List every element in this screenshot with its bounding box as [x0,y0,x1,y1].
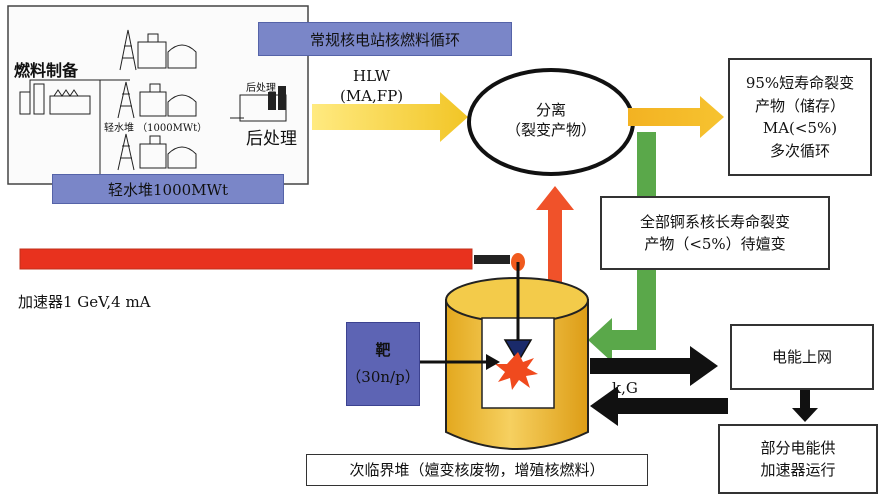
fuel-fabrication-label: 燃料制备 [14,61,79,80]
target-line1: 靶 [375,341,391,359]
reprocess-label: 后处理 [246,129,297,149]
hlw-line2: (MA,FP) [340,87,404,106]
storage-line4: 多次循环 [769,141,830,160]
accelerator-beam [19,248,473,270]
target-line2: （30n/p） [346,368,420,386]
accelerator-label: 加速器1 GeV,4 mA [18,293,151,311]
grid-box: 电能上网 [730,324,874,390]
kg-label: k,G [612,379,638,397]
red-up-arrow [536,186,574,290]
storage-line1: 95%短寿命裂变 [745,74,855,92]
separation-line1: 分离 [535,101,566,119]
storage-line2: 产物（储存） [754,96,845,115]
grid-arrow [590,346,718,386]
actinide-line1: 全部锕系核长寿命裂变 [639,212,790,231]
storage-line3: MA(<5%) [762,119,838,137]
return-power-arrow [590,386,728,426]
reactor-sketches-icon [29,29,197,180]
actinide-box: 全部锕系核长寿命裂变 产物（<5%）待嬗变 [600,196,830,270]
green-recycle-arrow [588,132,656,362]
beam-connector [474,255,510,264]
hlw-label: HLW (MA,FP) [340,66,403,107]
fuel-cycle-title-bar: 常规核电站核燃料循环 [258,22,512,56]
storage-arrow [628,96,724,138]
reprocessing-plant-icon [230,86,287,122]
reactor-bar: 轻水堆1000MWt [52,174,284,204]
hlw-arrow [312,92,468,142]
accel-power-box: 部分电能供 加速器运行 [718,424,878,494]
hlw-line1: HLW [353,67,391,85]
target-box: 靶 （30n/p） [346,322,420,406]
actinide-line2: 产物（<5%）待嬗变 [644,235,786,253]
spallation-burst-icon [495,352,538,390]
target-arrowhead [486,354,500,370]
subcritical-caption: 次临界堆（嬗变核废物，增殖核燃料） [306,454,648,486]
down-arrow [792,386,818,422]
fuel-fabrication-plant-icon [19,83,91,115]
reprocess-small-label: 后处理 [246,83,276,94]
accel-power-line1: 部分电能供 [760,438,836,457]
accel-power-line2: 加速器运行 [760,461,836,479]
reactor-small-label: 轻水堆 （1000MWt） [104,123,208,134]
storage-box: 95%短寿命裂变 产物（储存） MA(<5%) 多次循环 [728,58,872,176]
beam-arrowhead [503,339,533,364]
separation-label: 分离 （裂变产物） [478,100,624,141]
separation-line2: （裂变产物） [505,121,596,140]
